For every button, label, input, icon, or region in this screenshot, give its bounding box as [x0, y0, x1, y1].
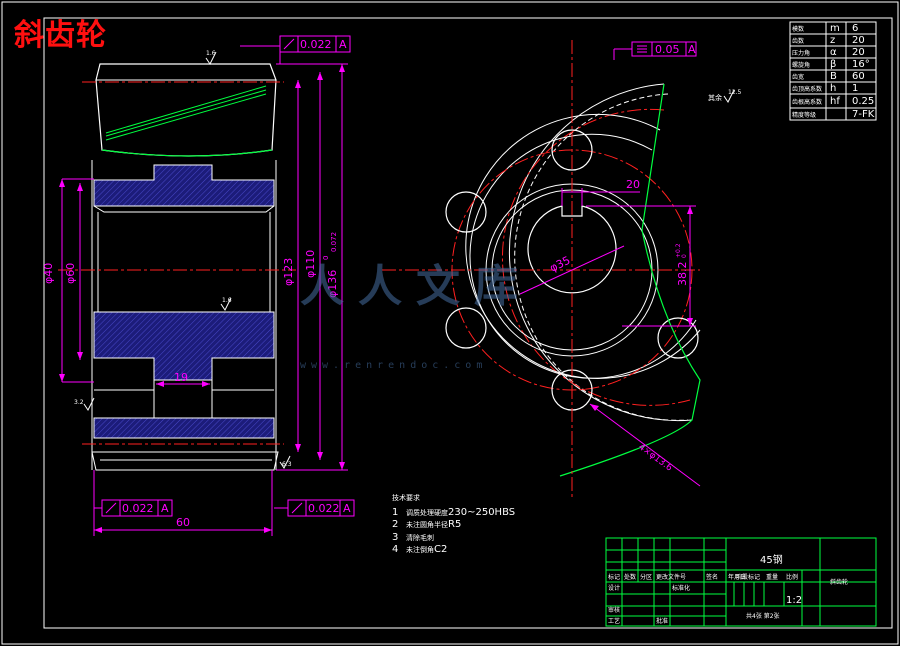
- tb-col-label: 签名: [706, 573, 718, 581]
- tolerance-frame-br: [287, 499, 355, 517]
- rough-a: 1.6: [206, 50, 216, 57]
- tb-col-label: 年月日: [728, 573, 746, 581]
- sym-tol-value: 0.05: [655, 43, 680, 56]
- end-view-arrows: [590, 206, 693, 411]
- param-label: 齿顶高系数: [792, 85, 822, 93]
- param-symbol: β: [830, 59, 836, 70]
- dim-d60: φ60: [64, 263, 77, 284]
- tb-col-label: 分区: [640, 573, 652, 581]
- param-label: 精度等级: [792, 111, 816, 119]
- param-label: 齿宽: [792, 73, 804, 81]
- param-value: 6: [852, 23, 858, 34]
- param-value: 7-FK: [852, 109, 875, 120]
- dim-d136-tol2: 0: [322, 256, 330, 260]
- tb-col-label: 更改文件号: [656, 573, 686, 581]
- section-dimensions: [61, 45, 348, 536]
- tol-top-datum: A: [339, 38, 347, 51]
- dim-d123: φ123: [282, 258, 295, 286]
- end-view: [382, 40, 701, 500]
- tol-br-value: 0.022: [308, 502, 340, 515]
- tb-role-process: 工艺: [608, 617, 620, 625]
- dim-key-h: 38.2: [676, 262, 689, 287]
- dim-d136: φ136: [326, 270, 339, 298]
- section-view: [58, 63, 296, 471]
- rough-d: 6.3: [282, 461, 292, 468]
- roughness-symbols: [83, 51, 735, 469]
- dim-key-w: 20: [626, 178, 640, 191]
- rough-e: 12.5: [728, 89, 742, 96]
- dim-width: 60: [176, 516, 190, 529]
- tb-approve: 批准: [656, 617, 668, 625]
- inner-frame: [43, 17, 893, 629]
- param-value: 20: [852, 47, 865, 58]
- param-symbol: B: [830, 71, 837, 82]
- tb-scale-label: 比例: [786, 573, 798, 581]
- rough-b: 1.6: [222, 297, 232, 304]
- tolerance-frame-sym: [613, 41, 697, 60]
- parameter-table: [789, 21, 877, 121]
- dim-key-tol: +0.2: [675, 243, 682, 258]
- param-symbol: α: [830, 47, 837, 58]
- param-symbol: m: [830, 23, 840, 34]
- sym-tol-datum: A: [688, 43, 696, 56]
- rough-other: 其余: [708, 93, 722, 102]
- tb-stage-label: 阶段标记: [736, 573, 760, 581]
- param-label: 齿数: [792, 37, 804, 45]
- title-block-labels: 标记处数分区更改文件号 签名 年月日: [608, 573, 746, 581]
- tolerance-frame-bl: [101, 499, 173, 517]
- tb-role-review: 审核: [608, 606, 620, 614]
- tb-col-label: 处数: [624, 573, 636, 581]
- tb-col-label: 标记: [608, 573, 620, 581]
- param-label: 压力角: [792, 49, 810, 57]
- dimension-arrows: [59, 64, 345, 533]
- dim-d40: φ40: [42, 263, 55, 284]
- tol-br-datum: A: [343, 502, 351, 515]
- tol-bl-value: 0.022: [122, 502, 154, 515]
- param-symbol: h: [830, 83, 836, 94]
- tolerance-frame-top: [279, 35, 351, 53]
- dim-holes: 4×φ13.6: [636, 442, 674, 473]
- param-value: 16°: [852, 59, 870, 70]
- param-label: 螺旋角: [792, 61, 810, 69]
- param-label: 模数: [792, 25, 804, 33]
- notes-heading: 技术要求: [392, 494, 420, 502]
- watermark-url: www.renrendoc.com: [300, 360, 488, 371]
- watermark-logo: 人人文库: [300, 261, 532, 312]
- dim-d110: φ110: [304, 250, 317, 278]
- tb-scale: 1:2: [786, 595, 802, 606]
- rough-c: 3.2: [74, 399, 84, 406]
- parameter-rows: 模数 m 6 齿数 z 20 压力角 α 20 螺旋角 β 16° 齿宽 B 60 齿顶高系数 h 1 齿根高系数 h…: [792, 23, 875, 120]
- drawing-title: 斜齿轮: [14, 18, 107, 53]
- param-symbol: z: [830, 35, 835, 46]
- param-value: 1: [852, 83, 858, 94]
- dim-key-tol2: 0: [681, 254, 688, 258]
- param-value: 20: [852, 35, 865, 46]
- dim-d136-tol: 0.072: [330, 232, 338, 252]
- tb-weight-label: 重量: [766, 573, 778, 581]
- tb-std: 标准化: [672, 584, 690, 592]
- tb-material: 45钢: [760, 553, 783, 566]
- param-symbol: hf: [830, 96, 840, 107]
- dim-hub: 19: [174, 371, 188, 384]
- tb-name: 斜齿轮: [830, 578, 848, 586]
- param-label: 齿根高系数: [792, 98, 822, 106]
- param-value: 0.25: [852, 96, 874, 107]
- tol-top-value: 0.022: [300, 38, 332, 51]
- end-view-dimensions: [519, 188, 701, 487]
- tb-sheets: 共4张 第2张: [746, 612, 780, 620]
- title-block: [605, 537, 877, 627]
- tol-bl-datum: A: [161, 502, 169, 515]
- param-value: 60: [852, 71, 865, 82]
- tb-role-design: 设计: [608, 584, 620, 592]
